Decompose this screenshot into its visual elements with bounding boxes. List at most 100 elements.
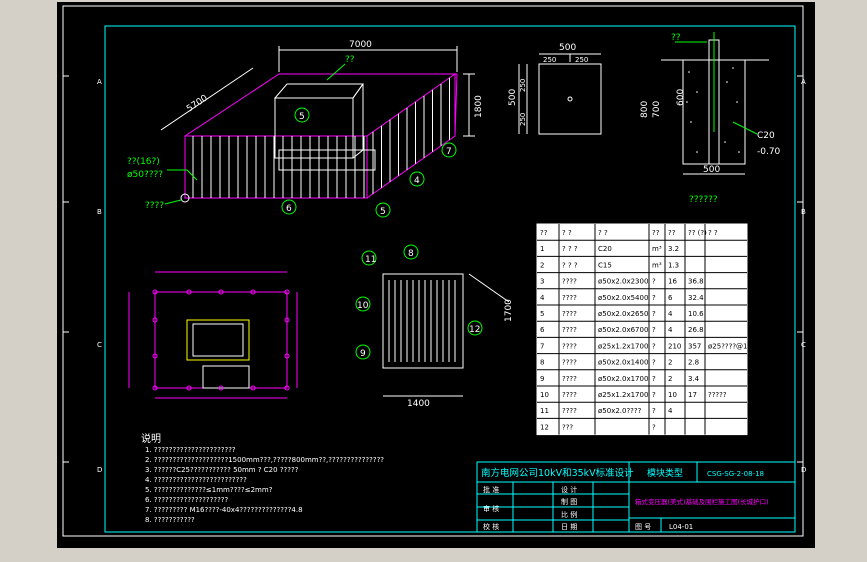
fence-plan-view: 1700 1400 11 8 10 12 9: [355, 244, 514, 409]
fence-dim-w: 1400: [407, 399, 430, 409]
concrete-speckle: [688, 71, 690, 73]
table-cell: ????: [562, 391, 577, 399]
title-block: 南方电网公司10kV和35kV标准设计 模块类型 CSG-SG-2-08-18 …: [476, 461, 796, 533]
note-1: 1. ??????????????????????: [145, 446, 236, 454]
table-cell: 16: [668, 278, 677, 286]
table-cell: 2: [668, 359, 672, 367]
table-cell: 1: [540, 245, 544, 253]
table-cell: ????: [562, 342, 577, 350]
label-post-spec: ø50????: [127, 170, 163, 180]
table-cell: 2: [540, 261, 544, 269]
table-cell: ø50x2.0x2650: [598, 310, 648, 318]
pillar-dim-sa: 250: [519, 79, 527, 92]
post-marker: [152, 353, 158, 359]
table-cell: ????: [562, 310, 577, 318]
table-cell: ?: [652, 375, 656, 383]
note-6: 6. ????????????????????: [145, 496, 228, 504]
table-cell: 10: [540, 391, 549, 399]
zone-b: B: [97, 208, 102, 216]
balloon-6: 6: [286, 204, 292, 214]
table-cell: ø50x2.0x6700: [598, 326, 648, 334]
table-cell: ?: [652, 359, 656, 367]
table-cell: 4: [540, 294, 545, 302]
company-name: 南方电网公司10kV和35kV标准设计: [481, 467, 634, 479]
table-cell: 5: [540, 310, 544, 318]
table-cell: 36.8: [688, 278, 704, 286]
table-cell: 1.3: [668, 261, 679, 269]
table-cell: ø25x1.2x1700: [598, 342, 648, 350]
plan-dims: [128, 271, 298, 399]
found-dim-600: 600: [676, 89, 686, 106]
table-cell: ????: [562, 278, 577, 286]
note-2: 2. ????????????????????1500mm???,?????80…: [145, 456, 384, 464]
drawing-code: CSG-SG-2-08-18: [707, 470, 764, 478]
table-cell: ?????: [708, 391, 727, 399]
note-5: 5. ??????????????≤1mm????≤2mm?: [145, 486, 273, 494]
table-cell: ?: [652, 342, 656, 350]
pillar-view: 500 250 250 500 250 250: [508, 43, 602, 135]
table-cell: 3.2: [668, 245, 679, 253]
post-marker: [284, 289, 290, 295]
table-cell: 3.4: [688, 375, 700, 383]
zone-c-right: C: [801, 341, 806, 349]
zone-a: A: [97, 78, 102, 86]
post-marker: [250, 289, 256, 295]
balloon-5b: 5: [380, 207, 386, 217]
found-dim-700: 700: [652, 101, 662, 118]
table-cell: ø25x1.2x1700: [598, 391, 648, 399]
cad-drawing: A B C D A B C D 7000 5700 1800 ?? ??(16?…: [62, 5, 806, 537]
found-elev: -0.70: [757, 147, 781, 157]
table-cell: ø50x2.0????: [598, 407, 642, 415]
table-cell: ?: [652, 278, 656, 286]
fence-bars: [192, 77, 450, 198]
balloon-4: 4: [414, 176, 420, 186]
zone-d-right: D: [801, 466, 806, 474]
zone-d: D: [97, 466, 102, 474]
table-cell: ?: [652, 407, 656, 415]
table-cell: ø25????@110: [708, 342, 756, 350]
table-cell: ?: [652, 391, 656, 399]
table-cell: 32.4: [688, 294, 704, 302]
dim-length: 7000: [349, 40, 372, 50]
pillar-dim-side: 500: [508, 89, 518, 106]
label-post: ??(16?): [127, 157, 160, 167]
table-cell: 12: [540, 423, 549, 431]
table-cell: 7: [540, 342, 544, 350]
table-cell: 4: [668, 407, 673, 415]
table-cell: ? ? ?: [562, 261, 578, 269]
table-cell: 6: [540, 326, 545, 334]
post-marker: [186, 289, 192, 295]
zone-c: C: [97, 341, 102, 349]
balloon-8: 8: [408, 249, 414, 259]
zone-b-right: B: [801, 208, 806, 216]
perspective-view: 7000 5700 1800 ?? ??(16?) ø50???? ???? 5…: [127, 40, 484, 218]
post-marker: [284, 317, 290, 323]
note-4: 4. ?????????????????????????: [145, 476, 247, 484]
table-cell: ?: [652, 423, 656, 431]
label-top: ??: [345, 55, 355, 65]
table-cell: 11: [540, 407, 549, 415]
drawing-no: L04-01: [669, 523, 693, 531]
post-marker: [152, 317, 158, 323]
balloon-9: 9: [360, 349, 366, 359]
table-cell: ?: [652, 310, 656, 318]
table-cell: 8: [540, 359, 544, 367]
dim-height: 1800: [474, 95, 484, 118]
plan-view: [128, 271, 298, 399]
found-dim-500: 500: [703, 165, 720, 175]
table-cell: 17: [688, 391, 697, 399]
zone-a-right: A: [801, 78, 806, 86]
table-cell: 4: [668, 310, 673, 318]
table-cell: C20: [598, 245, 612, 253]
balloon-7: 7: [446, 147, 452, 157]
table-cell: ? ? ?: [562, 245, 578, 253]
balloon-11: 11: [365, 255, 376, 265]
concrete-speckle: [732, 67, 734, 69]
table-cell: ø50x2.0x5400: [598, 294, 648, 302]
table-cell: m³: [652, 261, 662, 269]
drawing-no-label: 图 号: [635, 523, 651, 531]
table-cell: ????: [562, 375, 577, 383]
row-label-review: 审 核: [483, 504, 499, 513]
found-dim-800: 800: [640, 101, 650, 118]
